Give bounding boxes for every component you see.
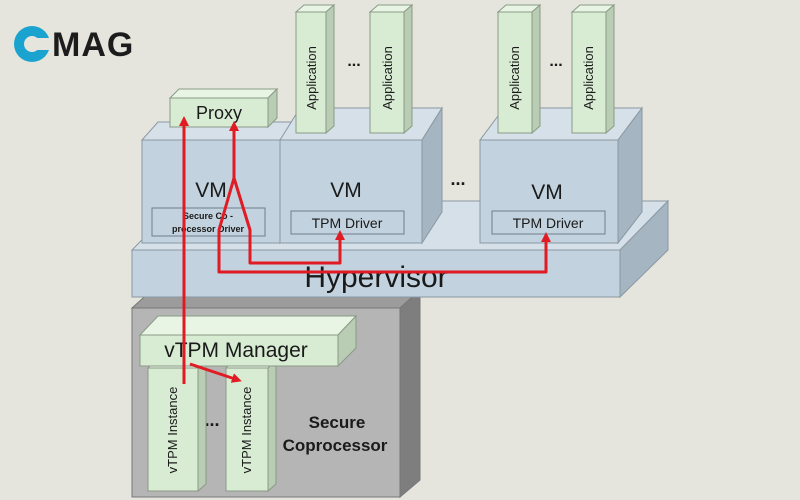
- vtpm-manager-label: vTPM Manager: [164, 339, 308, 362]
- vm-2-application-1: Application: [294, 3, 336, 135]
- vm-2-tpm-driver-label: TPM Driver: [312, 215, 383, 231]
- site-logo: MAG: [14, 26, 154, 70]
- logo-c-icon: [14, 26, 52, 62]
- vm-2-application-2-label: Application: [380, 46, 395, 110]
- proxy-block: Proxy: [168, 87, 279, 129]
- instance-ellipsis: ...: [204, 410, 219, 430]
- logo-text: MAG: [52, 26, 135, 64]
- vm-3-label: VM: [531, 181, 563, 204]
- vm-2-block: VM TPM Driver: [279, 106, 443, 245]
- vm-2-application-1-label: Application: [304, 46, 319, 110]
- vtpm-instance-2: vTPM Instance: [224, 358, 278, 493]
- secure-coprocessor-driver-line1: Secure Co -: [183, 211, 233, 221]
- vm-row-ellipsis: ...: [450, 169, 465, 189]
- vm-3-application-1-label: Application: [507, 46, 522, 110]
- secure-coprocessor-label-line2: Coprocessor: [283, 436, 388, 455]
- hypervisor-label: Hypervisor: [304, 261, 447, 294]
- vm-2-tpm-driver-box: [290, 210, 405, 235]
- vm-1-label: VM: [195, 179, 227, 202]
- vtpm-instance-2-label: vTPM Instance: [239, 387, 254, 474]
- vtpm-manager-block: vTPM Manager: [138, 314, 358, 368]
- vm-3-application-2-label: Application: [581, 46, 596, 110]
- proxy-to-vm3-arrow: [217, 177, 551, 274]
- secure-coprocessor-label-line1: Secure: [309, 413, 366, 432]
- vm-3-tpm-driver-label: TPM Driver: [513, 215, 584, 231]
- vtpm-instance-1: vTPM Instance: [146, 358, 208, 493]
- vm-2-label: VM: [330, 179, 362, 202]
- vtpm-instance-1-label: vTPM Instance: [165, 387, 180, 474]
- vm-3-application-2: Application: [570, 3, 616, 135]
- vm-3-application-ellipsis: ...: [549, 53, 562, 70]
- vm-2-application-2: Application: [368, 3, 414, 135]
- vm-3-application-1: Application: [496, 3, 542, 135]
- communication-arrows: [179, 116, 551, 384]
- secure-coprocessor-driver-line2: processor Driver: [172, 224, 245, 234]
- vm-2-application-ellipsis: ...: [347, 53, 360, 70]
- proxy-label: Proxy: [196, 103, 242, 123]
- manager-to-instance-2-arrow: [189, 362, 242, 383]
